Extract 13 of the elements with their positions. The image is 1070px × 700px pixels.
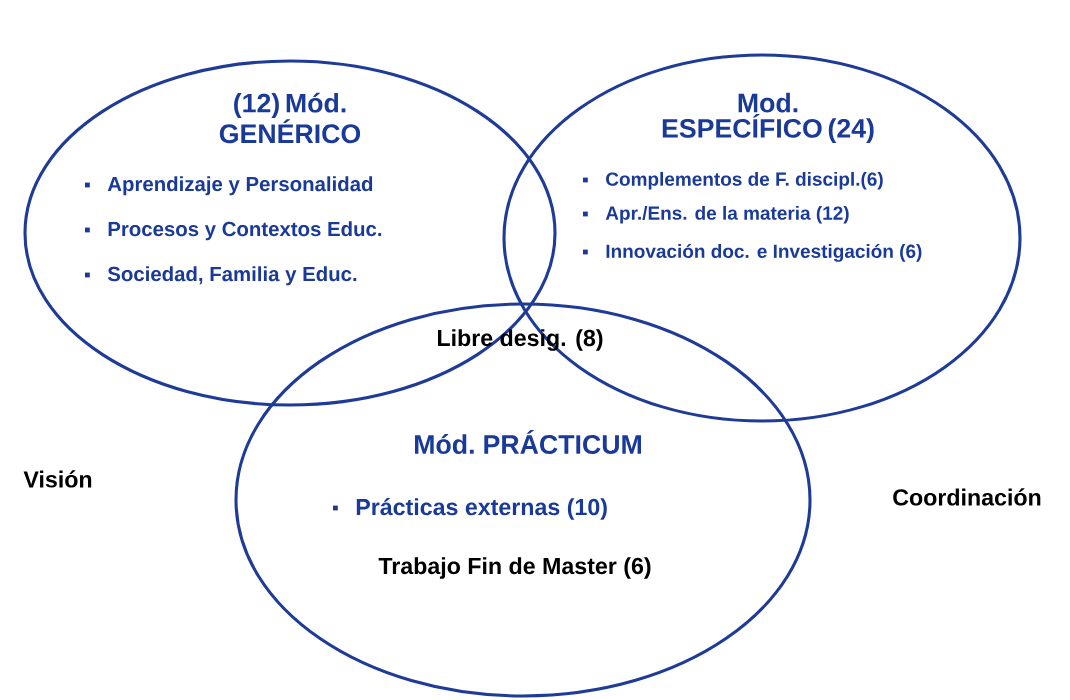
module-heading: (12) Mód. GENÉRICO bbox=[219, 92, 361, 144]
module-heading: Mód. PRÁCTICUM bbox=[415, 430, 641, 454]
bullet-item: Complementos de F. discipl.(6) bbox=[583, 171, 883, 190]
bullet-item: Aprendizaje y Personalidad bbox=[85, 176, 373, 196]
bullet-item: Sociedad, Familia y Educ. bbox=[85, 266, 357, 286]
bullet-item: Prácticas externas (10) bbox=[333, 498, 607, 520]
module-heading: Mod. ESPECÍFICO (24) bbox=[662, 92, 874, 144]
bullet-item: Apr./Ens. de la materia (12) bbox=[583, 205, 849, 224]
bullet-item: Procesos y Contextos Educ. bbox=[85, 221, 382, 241]
label: Visión bbox=[23, 470, 92, 488]
bullet-item: Innovación doc. e Investigación (6) bbox=[583, 243, 922, 262]
label: Coordinación bbox=[893, 488, 1041, 506]
module-text: Trabajo Fin de Master (6) bbox=[378, 557, 651, 579]
